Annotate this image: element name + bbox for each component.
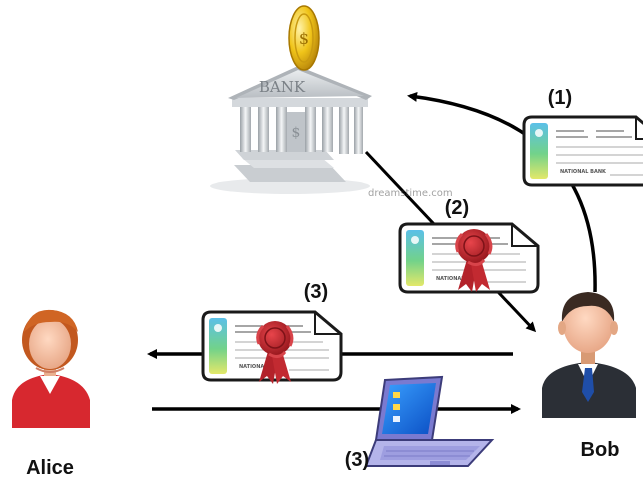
cheque-bank-name: NATIONAL BANK bbox=[560, 169, 607, 175]
bank-building-icon: $ BANK dreamstime.com bbox=[210, 66, 453, 199]
svg-text:$: $ bbox=[292, 125, 301, 141]
svg-text:$: $ bbox=[299, 29, 309, 48]
alice-avatar-icon bbox=[12, 309, 90, 428]
cheque-icon-step3: NATIONAL BANK bbox=[201, 310, 343, 386]
watermark-text: dreamstime.com bbox=[368, 188, 453, 199]
step3-top-label: (3) bbox=[304, 281, 328, 303]
alice-label: Alice bbox=[26, 457, 74, 478]
step1-label: (1) bbox=[548, 87, 572, 109]
step3-bottom-label: (3) bbox=[345, 449, 369, 471]
cheque-icon-step2: NATIONAL BANK bbox=[398, 222, 540, 294]
cheque-icon-step1: NATIONAL BANK bbox=[522, 115, 643, 187]
step2-label: (2) bbox=[445, 197, 469, 219]
bank-sign: BANK bbox=[259, 78, 306, 96]
bob-avatar-icon bbox=[542, 292, 636, 418]
bob-label: Bob bbox=[581, 439, 620, 461]
cheque-bank-name: NATIONAL BANK bbox=[436, 276, 483, 282]
gold-coin-icon: $ bbox=[288, 5, 320, 71]
laptop-icon bbox=[364, 375, 495, 467]
cheque-bank-name: NATIONAL BANK bbox=[239, 364, 286, 370]
